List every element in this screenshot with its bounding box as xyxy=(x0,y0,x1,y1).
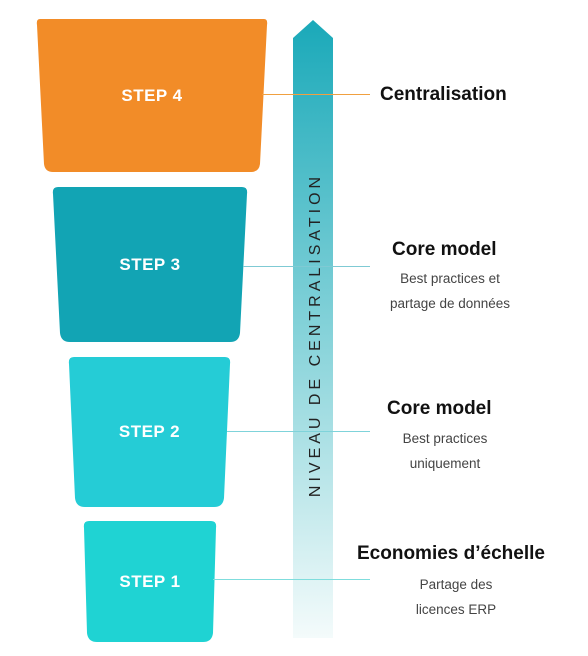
step-2-title: Core model xyxy=(387,398,492,419)
step-3-description: Best practices et partage de données xyxy=(370,266,530,316)
step-4-title: Centralisation xyxy=(380,84,507,105)
step-3-label: STEP 3 xyxy=(119,254,181,274)
step-3-block: STEP 2 STEP 3 xyxy=(52,187,248,342)
step-3-connector xyxy=(243,266,370,267)
step-1-connector xyxy=(213,579,370,580)
step-1-title: Economies d’échelle xyxy=(357,543,545,564)
step-1-label: STEP 1 xyxy=(119,571,181,591)
step-3-desc-line-1: Best practices et xyxy=(400,271,500,286)
step-2-label: STEP 2 xyxy=(118,422,181,441)
step-2-block: STEP 2 xyxy=(68,357,231,507)
step-2-description: Best practices uniquement xyxy=(365,426,525,476)
step-1-block: STEP 1 xyxy=(83,521,217,642)
step-4-label: STEP 4 xyxy=(121,85,183,105)
step-1-description: Partage des licences ERP xyxy=(376,572,536,622)
step-3-desc-line-2: partage de données xyxy=(389,296,511,311)
step-1-desc-line-1: Partage des xyxy=(419,577,493,592)
step-2-desc-line-1: Best practices xyxy=(402,431,488,446)
step-3-title: Core model xyxy=(392,239,497,260)
centralisation-axis-arrow xyxy=(293,20,333,638)
axis-label: NIVEAU DE CENTRALISATION xyxy=(307,172,324,498)
step-1-desc-line-2: licences ERP xyxy=(415,602,497,617)
step-2-connector xyxy=(227,431,370,432)
step-2-desc-line-2: uniquement xyxy=(409,456,481,471)
step-4-connector xyxy=(262,94,370,95)
step-4-block: STEP 4 xyxy=(36,19,268,172)
